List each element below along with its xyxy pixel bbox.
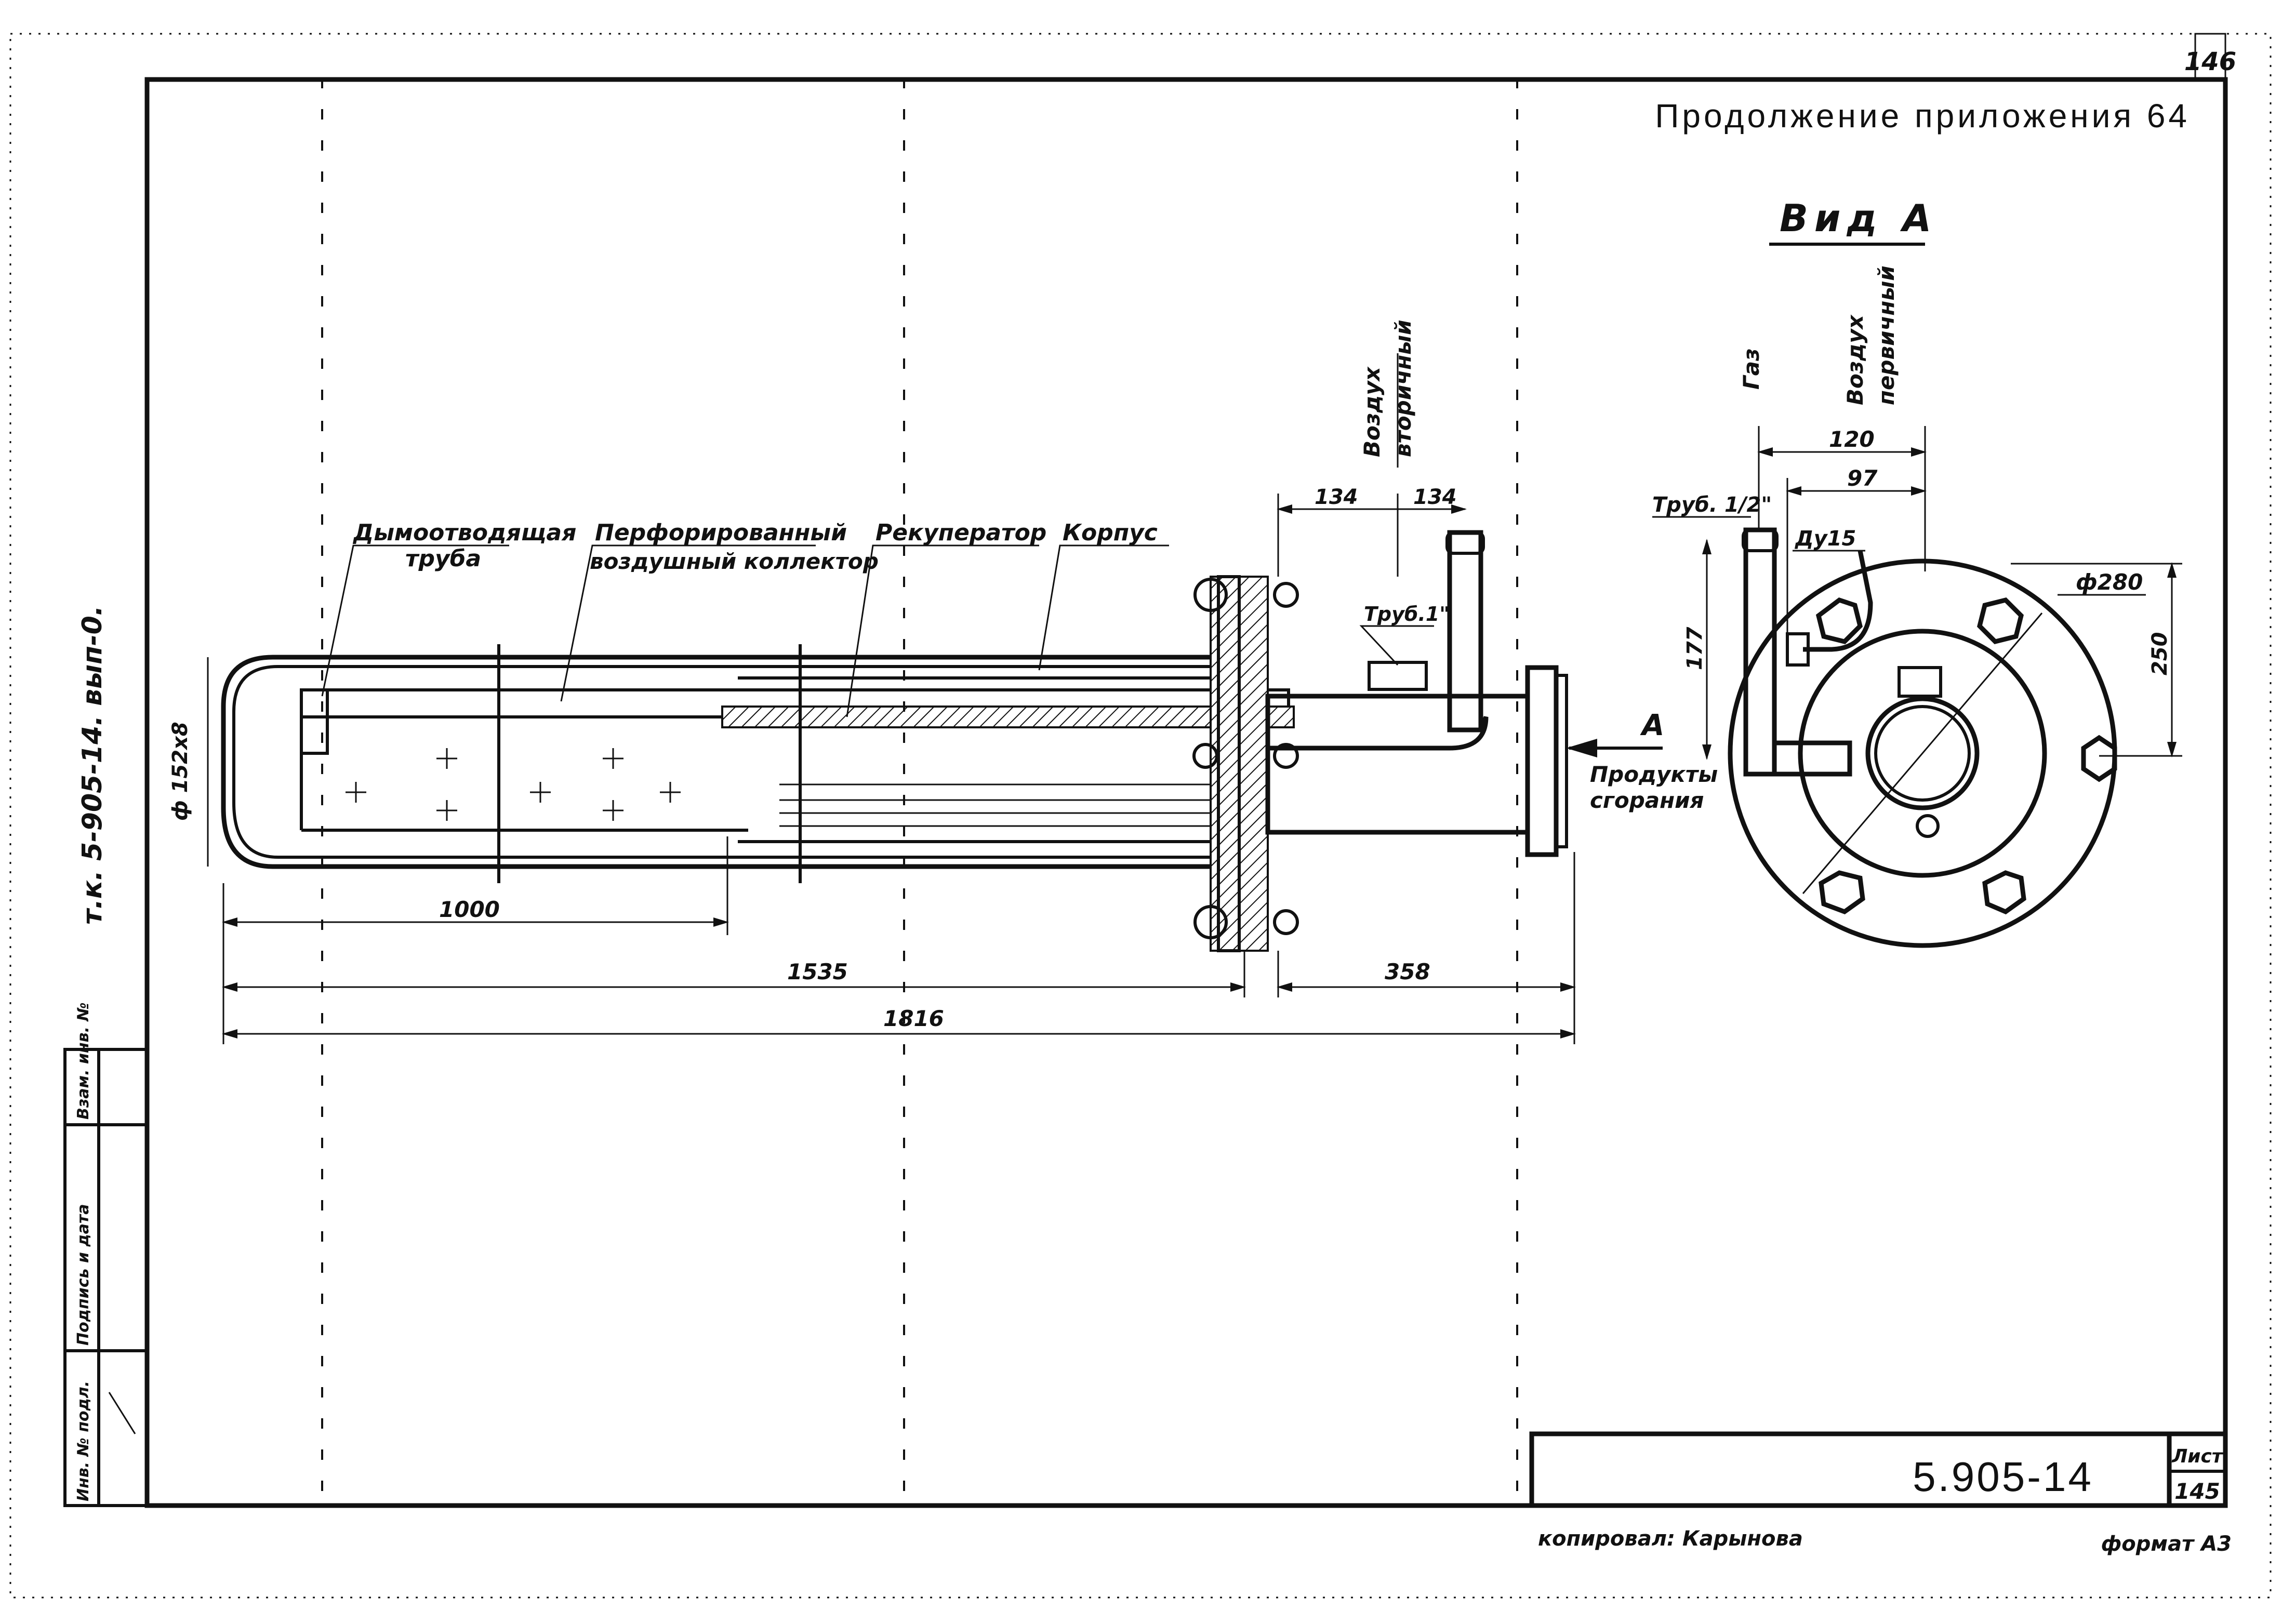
recuperator-strip — [721, 705, 1295, 728]
inner-border — [144, 77, 2228, 1508]
gas-label: Газ — [1739, 348, 1764, 390]
outlet-flange — [1525, 665, 1559, 857]
combustion-products-line2: сгорания — [1590, 788, 1704, 813]
corner-number-box — [2194, 33, 2226, 81]
view-a-inner-pipe — [1865, 696, 1980, 810]
view-a-lug — [1898, 666, 1942, 698]
stamp-column: Инв. № подл. Подпись и дата Взам. инв. №… — [63, 605, 149, 1507]
copied-by: копировал: Карынова — [1538, 1527, 1803, 1551]
sheet-frame: 146 Продолжение приложения 64 — [9, 33, 2272, 1599]
housing-label: Корпус — [1063, 520, 1158, 546]
format-label: формат А3 — [2101, 1532, 2232, 1556]
view-a-body — [1798, 629, 2047, 878]
combustion-products-line1: Продукты — [1590, 762, 1718, 787]
dim-250: 250 — [2148, 632, 2172, 676]
main-dimensions: 134 134 1000 1535 358 1816 — [222, 485, 1576, 1044]
view-a-dimensions: 120 97 177 ф280 250 — [1683, 426, 2182, 894]
pipe-1in-label: Труб.1" — [1364, 603, 1450, 625]
housing-outline — [221, 655, 1211, 869]
header-title: Продолжение приложения 64 — [1655, 97, 2190, 135]
exhaust-pipe-label-2: труба — [405, 545, 481, 572]
view-a: Вид А Газ Воздух первичный Труб. 1/2" Ду… — [1652, 196, 2182, 948]
dim-120: 120 — [1829, 427, 1875, 452]
series-code: 5.905-14 — [1913, 1454, 2093, 1500]
stamp-cell-replace: Взам. инв. № — [74, 1002, 92, 1120]
title-block: Лист 145 5.905-14 копировал: Карынова фо… — [1529, 1431, 2232, 1556]
outer-border — [9, 33, 2272, 1599]
secondary-air-label-1: Воздух — [1359, 366, 1385, 457]
secondary-air-pipe — [1447, 530, 1483, 733]
dim-280: ф280 — [2076, 569, 2143, 595]
outlet-duct — [1265, 694, 1530, 835]
side-code: т.к. 5-905-14. вып-0. — [77, 605, 108, 925]
title-block-border — [1529, 1431, 2228, 1508]
dim-1000: 1000 — [439, 897, 500, 922]
view-marker: А — [1640, 709, 1664, 742]
dim-134-right: 134 — [1413, 485, 1457, 509]
sheet-number: 145 — [2174, 1479, 2220, 1504]
dim-358: 358 — [1385, 959, 1430, 984]
dim-177: 177 — [1683, 627, 1707, 670]
stamp-cell-sign: Подпись и дата — [74, 1204, 92, 1346]
collector-label-2: воздушный коллектор — [590, 549, 879, 574]
perforations — [346, 748, 681, 821]
dim-97: 97 — [1847, 465, 1878, 491]
exhaust-pipe-label-1: Дымоотводящая — [352, 520, 576, 546]
collector-label-1: Перфорированный — [595, 520, 847, 546]
primary-air-label-2: первичный — [1874, 265, 1899, 405]
secondary-air-label-2: вторичный — [1390, 320, 1416, 457]
pipe-half-in-label: Труб. 1/2" — [1652, 493, 1772, 517]
dim-1535: 1535 — [787, 959, 848, 984]
stamp-cell-inv: Инв. № подл. — [74, 1381, 92, 1501]
flange-bolt-top — [1193, 578, 1228, 612]
du15-label: Ду15 — [1794, 527, 1856, 551]
sheet-label: Лист — [2171, 1446, 2223, 1467]
main-view: А Продукты сгорания Дымоотводящая труба … — [168, 320, 1718, 1044]
pipe-1in-socket — [1368, 661, 1428, 691]
diameter-label: ф 152х8 — [168, 722, 192, 821]
view-a-air-elbow — [1803, 550, 1873, 652]
dim-134-left: 134 — [1315, 485, 1358, 509]
recuperator-label: Рекуператор — [875, 520, 1046, 546]
flange-bolt-bottom — [1193, 905, 1228, 939]
view-a-small-plug — [1916, 814, 1940, 838]
view-a-bolts — [1815, 597, 2117, 915]
corner-number: 146 — [2184, 47, 2236, 76]
stamp-column-border — [63, 1048, 149, 1507]
primary-air-label-1: Воздух — [1842, 314, 1868, 405]
view-a-title: Вид А — [1780, 196, 1938, 240]
dim-1816: 1816 — [883, 1006, 944, 1031]
